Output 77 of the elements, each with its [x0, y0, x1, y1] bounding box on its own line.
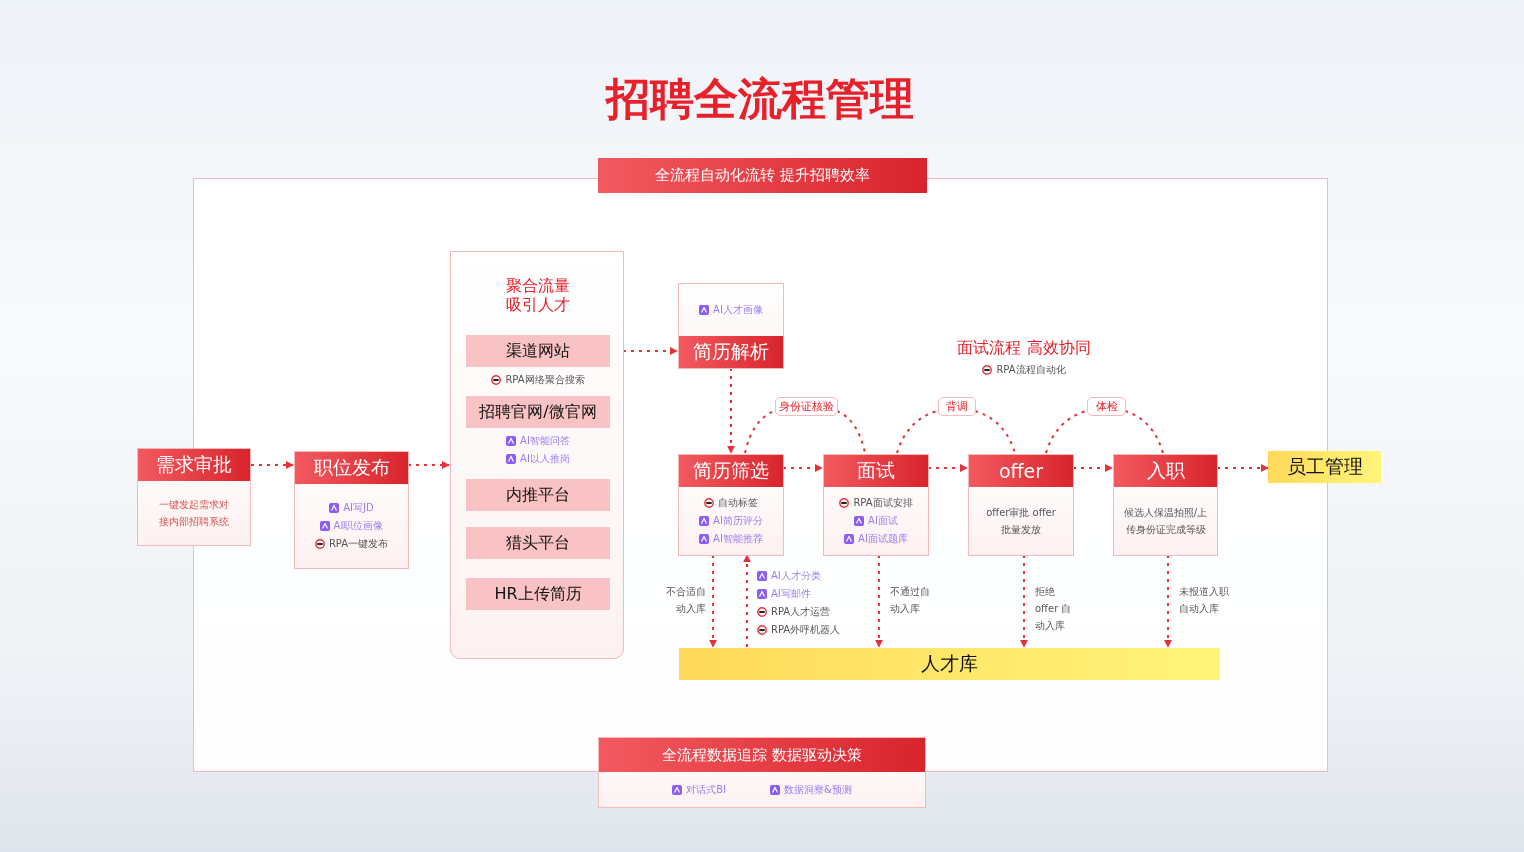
feature-text: AI职位画像: [333, 519, 384, 533]
channel-panel: [450, 251, 624, 659]
channel-box: HR上传简历: [466, 578, 610, 610]
feature-text: AI以人推岗: [520, 452, 570, 466]
feature-text: RPA人才运营: [771, 605, 831, 619]
process-card: [823, 454, 929, 556]
feature-text: 对话式BI: [686, 782, 726, 797]
connector-line: [1124, 410, 1164, 454]
arrow: [743, 554, 751, 648]
arrow: [709, 554, 717, 648]
feature-text: 自动标签: [718, 496, 758, 510]
process-card: [968, 454, 1074, 556]
arrow: [727, 367, 735, 454]
card-header: 全流程数据追踪 数据驱动决策: [599, 738, 925, 772]
arrow: [1216, 464, 1269, 472]
arrow: [622, 347, 678, 355]
feature-text: RPA外呼机器人: [771, 623, 841, 637]
arrow: [1020, 554, 1028, 648]
edge-label: 不通过自动入库: [890, 585, 931, 616]
pool-bar: 员工管理: [1268, 451, 1381, 483]
connector-line: [896, 410, 938, 454]
panel-heading: 聚合流量吸引人才: [505, 276, 571, 314]
pool-bar: 人才库: [679, 648, 1220, 680]
arrow: [782, 464, 823, 472]
connector-line: [1045, 410, 1087, 454]
card-header: 需求审批: [138, 449, 250, 481]
arrow: [250, 461, 294, 469]
feature-text: AI写JD: [343, 501, 374, 515]
tag-pill: 体检: [1087, 397, 1126, 416]
data-card: [598, 737, 926, 808]
channel-box: 内推平台: [466, 479, 610, 511]
card-text: offer审批 offer批量发放: [985, 506, 1057, 537]
arrow: [927, 464, 968, 472]
feature-text: 数据洞察&预测: [784, 782, 852, 797]
channel-box: 渠道网站: [466, 335, 610, 367]
connector-line: [836, 410, 866, 454]
card-header: 面试: [824, 455, 928, 487]
connector-line: [974, 410, 1016, 454]
process-card: [294, 451, 409, 569]
card-header: offer: [969, 455, 1073, 487]
feature-text: AI简历评分: [713, 514, 763, 528]
banner: 全流程自动化流转 提升招聘效率: [598, 158, 927, 193]
feature-text: RPA一键发布: [328, 537, 389, 551]
edge-label: 未报道入职自动入库: [1179, 585, 1230, 616]
tag-pill: 背调: [938, 397, 976, 416]
channel-box: 猎头平台: [466, 527, 610, 559]
feature-text: AI人才画像: [713, 303, 763, 317]
arrow: [1072, 464, 1113, 472]
feature-text: AI面试题库: [858, 532, 908, 546]
feature-text: AI人才分类: [771, 569, 821, 583]
feature-text: RPA面试安排: [853, 496, 913, 510]
page-title: 招聘全流程管理: [604, 72, 915, 126]
arrow: [407, 461, 450, 469]
card-header: 职位发布: [295, 452, 408, 484]
card-header: 简历筛选: [679, 455, 783, 487]
arrow: [1164, 554, 1172, 648]
process-card: [678, 454, 784, 556]
connector-line: [744, 410, 775, 454]
edge-label: 拒绝offer 自动入库: [1035, 585, 1073, 633]
feature-text: AI智能推荐: [713, 532, 763, 546]
card-header: 入职: [1114, 455, 1217, 487]
tag-pill: 身份证核验: [775, 397, 838, 416]
feature-text: RPA流程自动化: [996, 363, 1066, 377]
arrow: [875, 554, 883, 648]
section-heading: 面试流程 高效协同: [956, 338, 1092, 359]
process-card: [1113, 454, 1218, 556]
feature-text: RPA网络聚合搜索: [505, 373, 585, 387]
feature-text: AI面试: [868, 514, 898, 528]
card-header: 简历解析: [679, 336, 783, 368]
feature-text: AI写邮件: [771, 587, 811, 601]
edge-label: 不合适自动入库: [665, 585, 706, 616]
feature-text: AI智能问答: [520, 434, 570, 448]
channel-box: 招聘官网/微官网: [466, 396, 610, 428]
process-card: [137, 448, 251, 546]
process-card: [678, 283, 784, 369]
card-text: 候选人保温拍照/上传身份证完成等级: [1123, 506, 1208, 537]
card-text: 一键发起需求对接内部招聘系统: [158, 498, 230, 529]
